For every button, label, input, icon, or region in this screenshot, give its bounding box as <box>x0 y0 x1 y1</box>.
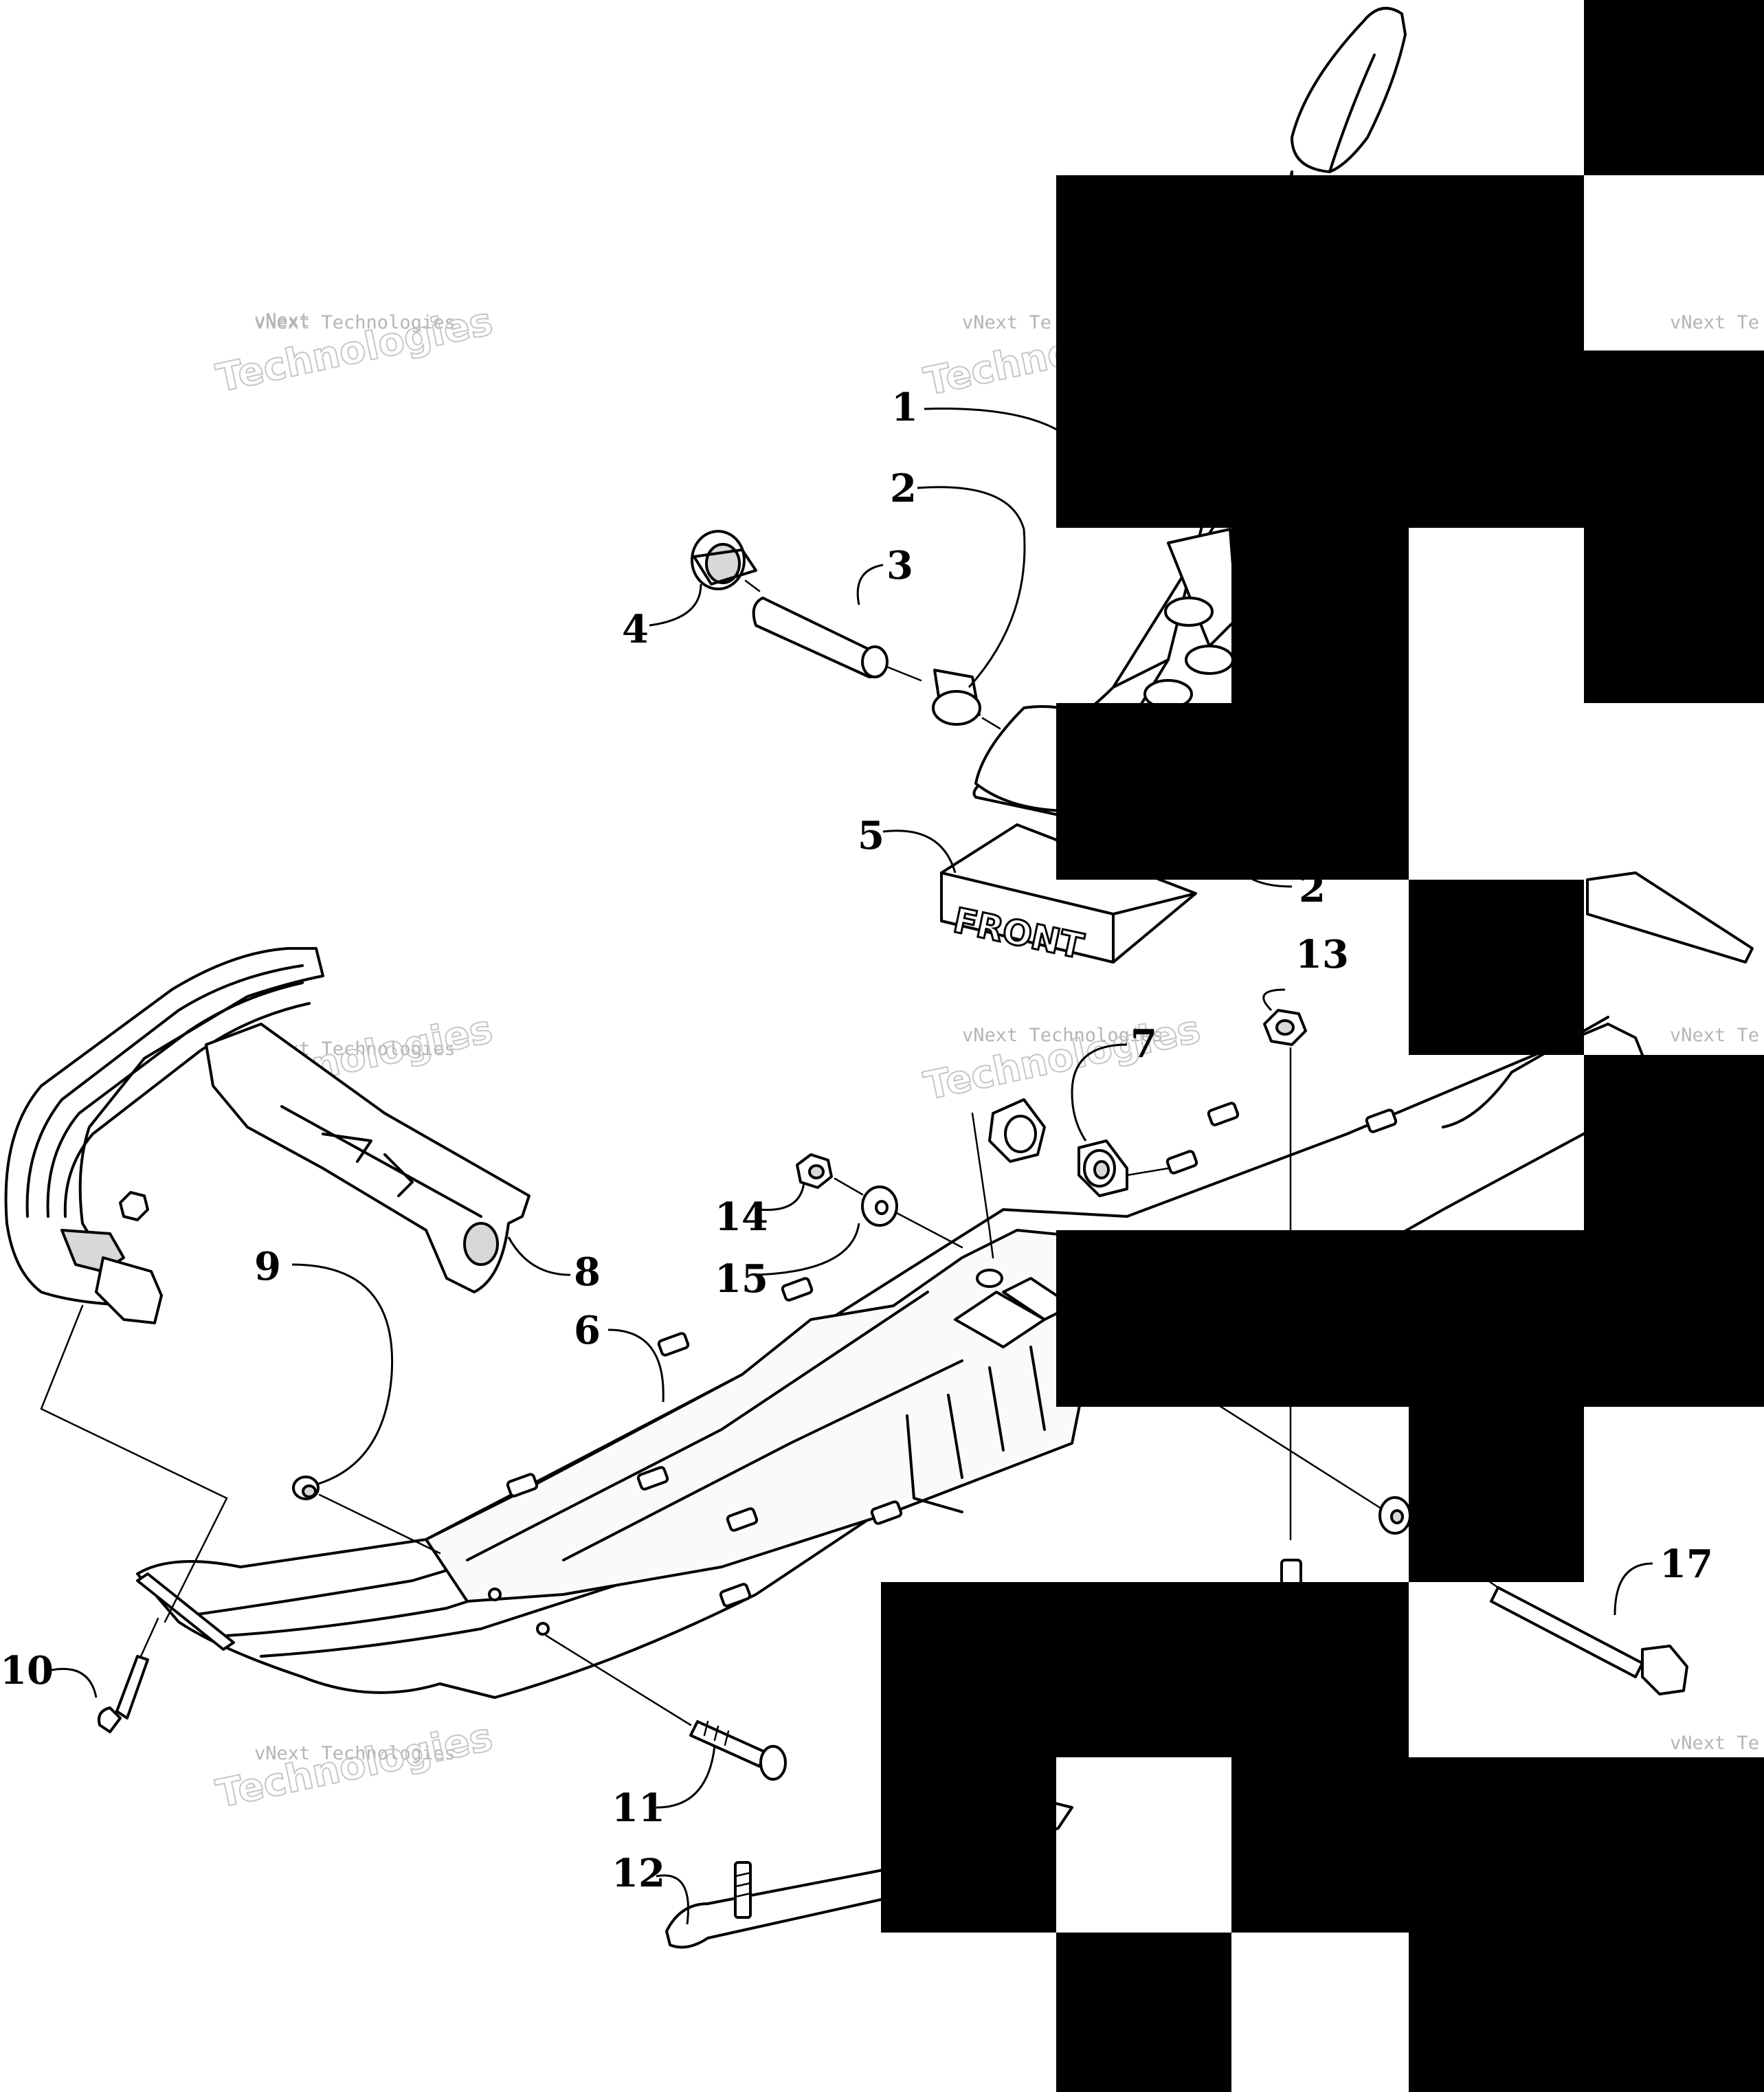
watermark-fragments: vNext Te vNext Te vNext Te <box>1670 312 1759 1754</box>
washer-16 <box>1378 1496 1411 1535</box>
callout-8: 8 <box>574 1249 601 1295</box>
nut-9b <box>292 1476 320 1500</box>
callout-11: 11 <box>612 1785 665 1831</box>
watermark-big-5: Technologies <box>212 1715 496 1816</box>
washer-15 <box>861 1186 898 1227</box>
nut-14 <box>796 1153 833 1189</box>
callout-labels: 1 2 3 4 5 2 13 7 14 15 9 8 6 10 11 12 17 <box>0 385 1713 1896</box>
bolt-17 <box>1490 1586 1688 1695</box>
nut-9a <box>119 1191 149 1221</box>
ski-handle-loop <box>4 947 324 1324</box>
stud-13 <box>1280 1559 1302 1586</box>
callout-6: 6 <box>574 1308 601 1353</box>
bushing-7a <box>988 1098 1046 1163</box>
watermark-line2-d: vNext Technologies <box>254 1743 456 1764</box>
callout-2-top: 2 <box>890 466 917 511</box>
callout-17: 17 <box>1660 1542 1713 1587</box>
callout-12: 12 <box>612 1851 665 1896</box>
callout-14: 14 <box>715 1194 768 1240</box>
bolt-10 <box>98 1572 235 1733</box>
bolt-11 <box>689 1720 787 1781</box>
bushing-2 <box>932 669 981 726</box>
callout-4: 4 <box>622 607 649 652</box>
watermark-frag-3: vNext Te <box>1670 1733 1759 1754</box>
ski-body-6 <box>136 871 1754 1699</box>
ski-loop-8 <box>205 1023 531 1293</box>
callout-9: 9 <box>254 1244 281 1289</box>
watermark-bottom-left: vNext Technologies Technologies <box>212 1714 497 1817</box>
watermark-partial: vNext Te <box>962 312 1051 333</box>
callout-10: 10 <box>0 1648 54 1693</box>
watermark-line1: vNext <box>254 310 310 331</box>
watermark-frag-1: vNext Te <box>1670 312 1759 333</box>
watermark-line2-c: vNext Technologies <box>962 1025 1163 1046</box>
callout-15: 15 <box>715 1256 768 1302</box>
callout-1: 1 <box>891 385 918 430</box>
watermark-mid-center: vNext Technologies Technologies <box>919 1006 1205 1109</box>
watermark-frag-2: vNext Te <box>1670 1025 1759 1046</box>
pin-3 <box>752 597 889 678</box>
watermark-big-4: Technologies <box>920 1007 1204 1109</box>
bushing-7b <box>1078 1139 1128 1197</box>
bushing-4 <box>691 530 757 590</box>
nut-13 <box>1263 1009 1307 1046</box>
redaction-blocks <box>881 0 1764 2092</box>
callout-13: 13 <box>1295 932 1349 977</box>
callout-5: 5 <box>858 813 884 858</box>
callout-7: 7 <box>1130 1021 1157 1067</box>
callout-3: 3 <box>886 543 913 588</box>
callout-leaders <box>51 408 1653 1925</box>
watermark-line2: vNext Technologies <box>254 312 456 333</box>
watermark-top-left: vNext vNext Technologies Technologies <box>212 298 497 401</box>
